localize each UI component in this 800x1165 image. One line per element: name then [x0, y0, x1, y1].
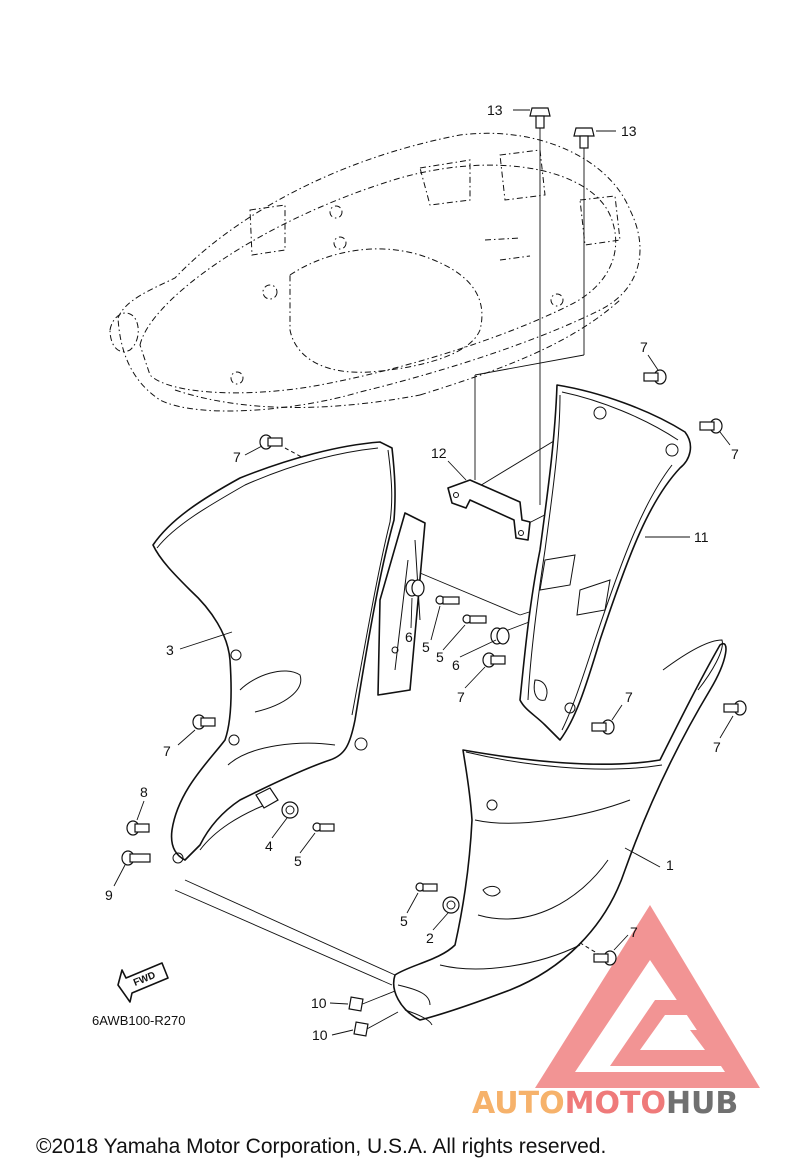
callout-2: 2 [426, 930, 434, 946]
callout-7a: 7 [233, 449, 241, 465]
callout-7h: 7 [630, 924, 638, 940]
callout-9: 9 [105, 887, 113, 903]
callout-6b: 6 [452, 657, 460, 673]
callout-7e: 7 [625, 689, 633, 705]
grommet-6a-icon [405, 579, 425, 597]
bolt-7a-icon [259, 434, 283, 450]
callout-13a: 13 [487, 102, 503, 118]
watermark-triangle-icon [535, 905, 760, 1088]
bolt-7h-icon [593, 950, 617, 966]
callout-7c: 7 [731, 446, 739, 462]
bolt-7c-icon [699, 418, 723, 434]
callout-5a: 5 [422, 639, 430, 655]
callout-leaders [113, 109, 734, 1036]
collar-5a-icon [435, 595, 460, 605]
nut-10b-icon [353, 1021, 369, 1037]
watermark-text-moto: MOTO [565, 1086, 666, 1121]
bolt-7b-icon [643, 369, 667, 385]
watermark-text-auto: AUTO [472, 1086, 565, 1121]
fwd-arrow-icon [117, 962, 169, 1003]
bolt-9-icon [121, 850, 151, 866]
callout-7b: 7 [640, 339, 648, 355]
grommet-6b-icon [490, 627, 510, 645]
callout-6a: 6 [405, 629, 413, 645]
bolt-7d-icon [482, 652, 506, 668]
callout-3: 3 [166, 642, 174, 658]
callout-5d: 5 [400, 913, 408, 929]
nut-10a-icon [348, 996, 364, 1012]
watermark-text-hub: HUB [666, 1086, 738, 1121]
callout-7g: 7 [163, 743, 171, 759]
side-cover-part-11 [519, 384, 692, 741]
upper-cowling [109, 132, 641, 412]
callout-5c: 5 [294, 853, 302, 869]
collar-5c-icon [312, 822, 335, 832]
copyright-text: ©2018 Yamaha Motor Corporation, U.S.A. A… [36, 1135, 606, 1158]
fasteners [121, 107, 747, 1037]
callouts: 13 13 7 7 7 12 11 3 6 5 5 6 7 7 7 7 8 4 … [105, 102, 739, 1043]
bolt-13b-icon [573, 127, 595, 149]
watermark-text: AUTOMOTOHUB [472, 1086, 738, 1121]
callout-4: 4 [265, 838, 273, 854]
callout-10a: 10 [311, 995, 327, 1011]
callout-8: 8 [140, 784, 148, 800]
collar-5d-icon [415, 882, 438, 892]
bracket-part-12 [447, 479, 531, 541]
clip-near-3-icon [255, 787, 279, 809]
side-cover-part-3 [152, 441, 426, 864]
bolt-13a-icon [529, 107, 551, 129]
callout-11: 11 [694, 529, 709, 545]
collar-5b-icon [462, 614, 487, 624]
bolt-7e-icon [192, 714, 216, 730]
fwd-arrow: FWD [117, 962, 169, 1003]
grommet-2-icon [442, 896, 460, 914]
callout-5b: 5 [436, 649, 444, 665]
watermark-g-icon [610, 1000, 725, 1066]
callout-10b: 10 [312, 1027, 328, 1043]
diagram-code: 6AWB100-R270 [92, 1013, 185, 1028]
callout-7f: 7 [713, 739, 721, 755]
grommet-4-icon [281, 801, 299, 819]
bolt-7f-icon [591, 719, 615, 735]
callout-7d: 7 [457, 689, 465, 705]
bolt-7g-icon [723, 700, 747, 716]
callout-13b: 13 [621, 123, 637, 139]
callout-1: 1 [666, 857, 674, 873]
watermark-logo [535, 905, 760, 1088]
lower-cover-part-1 [393, 639, 727, 1026]
callout-12: 12 [431, 445, 447, 461]
bolt-8-icon [126, 820, 150, 836]
